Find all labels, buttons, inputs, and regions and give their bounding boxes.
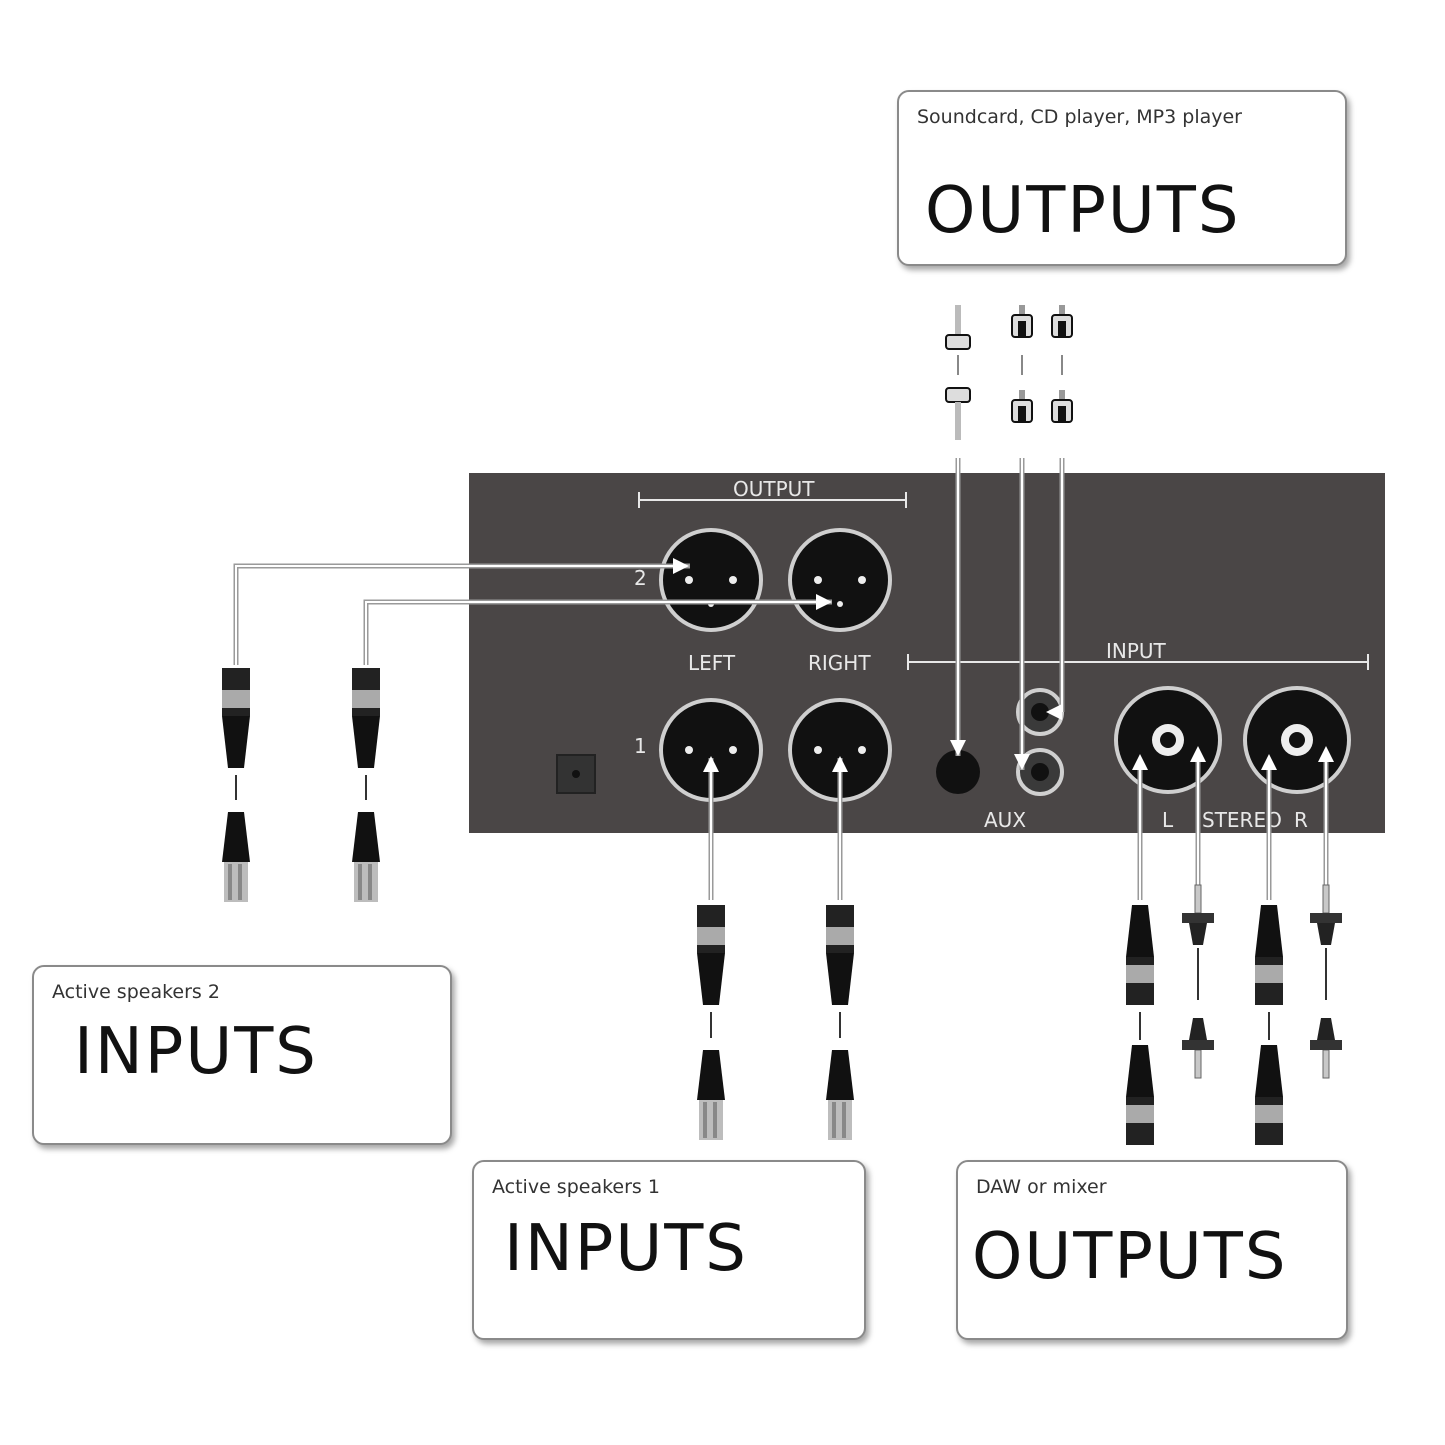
speakers2-inputs-title: INPUTS (74, 1015, 318, 1089)
left-label: LEFT (688, 651, 736, 675)
trs-cable-daw-left (1181, 884, 1215, 1079)
speakers1-inputs-box: Active speakers 1 INPUTS (472, 1160, 866, 1340)
aux-label: AUX (984, 808, 1026, 832)
trs-cable-daw-right (1309, 884, 1343, 1079)
stereo-r-label: R (1294, 808, 1308, 832)
stereo-input-r-combo-socket[interactable] (1243, 686, 1351, 794)
source-outputs-subtitle: Soundcard, CD player, MP3 player (917, 106, 1242, 128)
source-outputs-title: OUTPUTS (925, 174, 1241, 248)
xlr-cable-speakers2-left (222, 668, 250, 902)
xlr-output-2-left-socket[interactable] (659, 528, 763, 632)
stereo-input-l-combo-socket[interactable] (1114, 686, 1222, 794)
right-label: RIGHT (808, 651, 871, 675)
row-1-label: 1 (634, 734, 647, 758)
daw-outputs-title: OUTPUTS (972, 1220, 1288, 1294)
xlr-cable-speakers2-right (352, 668, 380, 902)
rca-plug-pair-top (1011, 304, 1073, 423)
speakers2-inputs-box: Active speakers 2 INPUTS (32, 965, 452, 1145)
aux-rca-lower-socket[interactable] (1016, 748, 1064, 796)
output-section-label: OUTPUT (733, 477, 815, 501)
speakers1-inputs-title: INPUTS (504, 1212, 748, 1286)
xlr-output-2-right-socket[interactable] (788, 528, 892, 632)
source-outputs-box: Soundcard, CD player, MP3 player OUTPUTS (897, 90, 1347, 266)
aux-minijack-socket[interactable] (936, 750, 980, 794)
minijack-plug-top (945, 305, 971, 440)
xlr-cable-speakers1-left (697, 905, 725, 1140)
xlr-cable-daw-right (1255, 905, 1283, 1145)
daw-outputs-box: DAW or mixer OUTPUTS (956, 1160, 1348, 1340)
speakers2-inputs-subtitle: Active speakers 2 (52, 981, 220, 1003)
xlr-cable-speakers1-right (826, 905, 854, 1140)
speakers1-inputs-subtitle: Active speakers 1 (492, 1176, 660, 1198)
row-2-label: 2 (634, 566, 647, 590)
daw-outputs-subtitle: DAW or mixer (976, 1176, 1107, 1198)
xlr-cable-daw-left (1126, 905, 1154, 1145)
input-section-label: INPUT (1106, 639, 1167, 663)
device-rear-panel (469, 473, 1385, 833)
stereo-l-label: L (1162, 808, 1174, 832)
